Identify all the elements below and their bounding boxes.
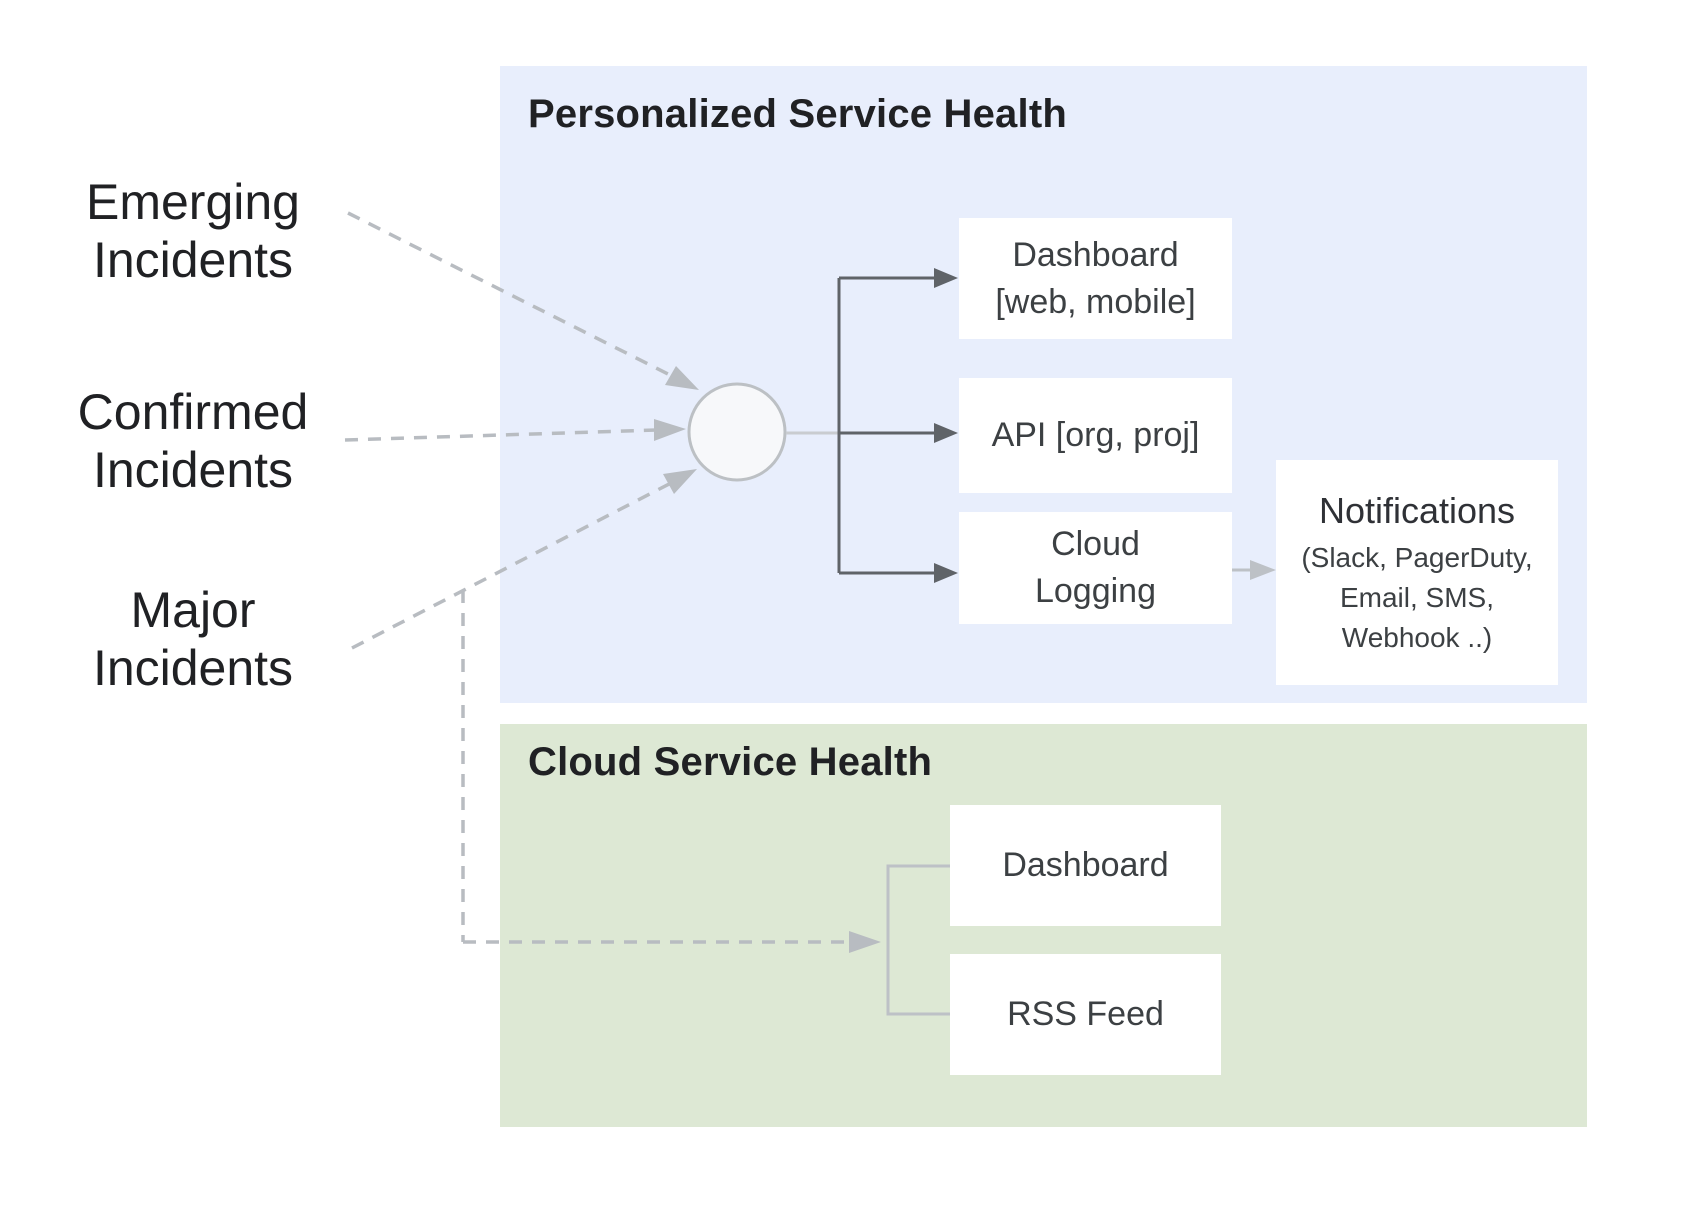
node-rss-feed: RSS Feed bbox=[950, 954, 1221, 1075]
node-cloud-logging: Cloud Logging bbox=[959, 512, 1232, 624]
cloud-dashboard-label: Dashboard bbox=[1002, 846, 1169, 884]
emerging-incidents-label: Emerging Incidents bbox=[53, 173, 333, 289]
node-dashboard-web-mobile: Dashboard [web, mobile] bbox=[959, 218, 1232, 339]
confirmed-dashed-arrow bbox=[344, 419, 686, 442]
fanout-arrows bbox=[837, 268, 958, 583]
node-cloud-dashboard: Dashboard bbox=[950, 805, 1221, 926]
personalized-section-title: Personalized Service Health bbox=[528, 92, 1067, 136]
emerging-incidents-line1: Emerging bbox=[86, 174, 300, 230]
major-incidents-line2: Incidents bbox=[92, 640, 294, 696]
node-notifications: Notifications (Slack, PagerDuty, Email, … bbox=[1276, 460, 1558, 685]
major-incidents-label: Major Incidents bbox=[53, 581, 333, 697]
rss-feed-label: RSS Feed bbox=[1007, 995, 1164, 1033]
notifications-line2: Email, SMS, bbox=[1339, 581, 1495, 613]
dashboard-web-mobile-line2: [web, mobile] bbox=[995, 282, 1196, 321]
hub-node-circle bbox=[687, 382, 787, 482]
node-api-org-proj: API [org, proj] bbox=[959, 378, 1232, 493]
major-dashed-arrow bbox=[351, 469, 697, 650]
dashboard-web-mobile-line1: Dashboard bbox=[1012, 235, 1179, 274]
notifications-line3: Webhook ..) bbox=[1341, 621, 1493, 653]
cloud-logging-line1: Cloud bbox=[1051, 525, 1140, 563]
confirmed-incidents-line2: Incidents bbox=[92, 442, 294, 498]
confirmed-incidents-line1: Confirmed bbox=[77, 384, 309, 440]
api-org-proj-label: API [org, proj] bbox=[991, 416, 1200, 454]
notifications-title: Notifications bbox=[1318, 489, 1516, 531]
cloud-logging-line2: Logging bbox=[1034, 572, 1156, 610]
notifications-line1: (Slack, PagerDuty, bbox=[1301, 541, 1533, 573]
major-incidents-line1: Major bbox=[130, 582, 256, 638]
logging-to-notifications-arrow bbox=[1232, 560, 1276, 580]
confirmed-incidents-label: Confirmed Incidents bbox=[53, 383, 333, 499]
major-to-cloud-dashed-arrow bbox=[461, 590, 881, 953]
emerging-incidents-line2: Incidents bbox=[92, 232, 294, 288]
cloud-section-title: Cloud Service Health bbox=[528, 740, 933, 784]
cloud-bracket-connector bbox=[886, 864, 950, 1016]
emerging-dashed-arrow bbox=[347, 211, 699, 390]
